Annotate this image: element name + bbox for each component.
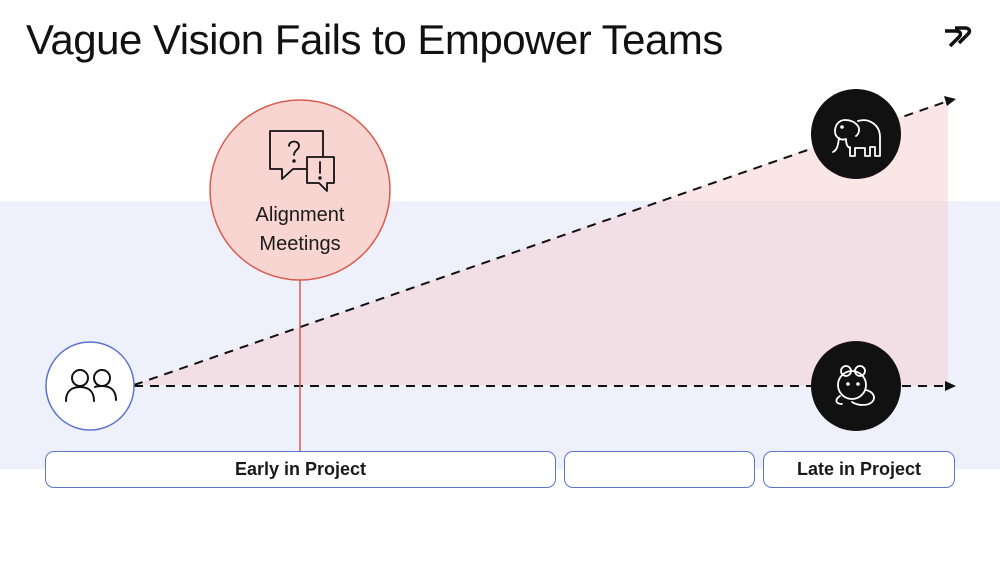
elephant-icon xyxy=(832,119,881,157)
team-node xyxy=(45,341,135,431)
mouse-icon xyxy=(835,365,875,406)
phase-late: Late in Project xyxy=(763,451,955,488)
page-title: Vague Vision Fails to Empower Teams xyxy=(26,16,723,63)
lower-arrow-head xyxy=(945,381,956,391)
alignment-meetings-node xyxy=(209,99,391,281)
chat-question-exclamation-icon xyxy=(269,130,335,192)
upper-arrow-head xyxy=(944,96,956,106)
large-outcome-node xyxy=(811,89,901,179)
team-people-icon xyxy=(65,369,117,402)
phase-middle xyxy=(564,451,755,488)
alignment-meetings-label: Alignment Meetings xyxy=(210,201,390,259)
phase-early: Early in Project xyxy=(45,451,556,488)
meetings-label-line1: Alignment xyxy=(255,204,345,226)
meetings-label-line2: Meetings xyxy=(259,233,341,255)
brand-logo-icon xyxy=(942,24,972,50)
small-outcome-node xyxy=(811,341,901,431)
